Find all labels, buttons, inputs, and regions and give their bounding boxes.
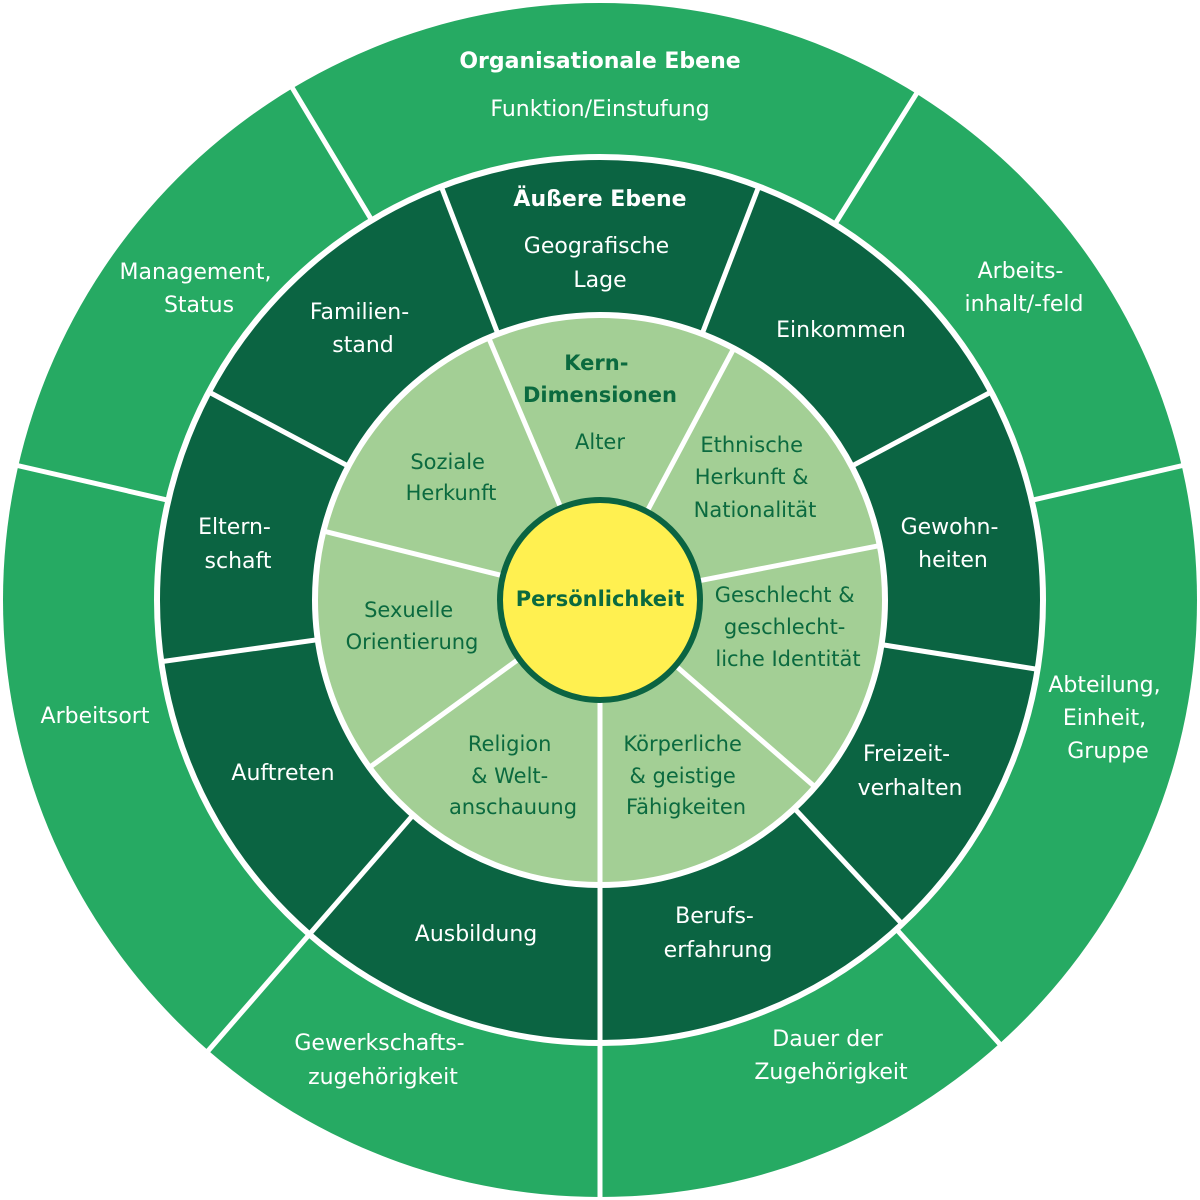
segment-separators: [16, 86, 1184, 1198]
inner-item-religion: Religion & Welt- anschauung: [449, 732, 577, 819]
outer-heading: Organisationale Ebene: [459, 49, 740, 74]
inner-separator-0: [486, 336, 564, 509]
middle-separator-4: [792, 806, 904, 926]
outer-item-dauer-zugehoerigkeit: Dauer der Zugehörigkeit: [754, 1027, 908, 1085]
outer-item-arbeitsinhalt: Arbeits- inhalt/-feld: [965, 259, 1084, 317]
outer-separator-0: [289, 86, 374, 222]
middle-item-freizeitverhalten: Freizeit- verhalten: [858, 742, 963, 801]
middle-ring-border: [154, 154, 1046, 1046]
inner-item-sexuelle-orientierung: Sexuelle Orientierung: [346, 598, 479, 654]
middle-separator-6: [307, 813, 415, 936]
center-label: Persönlichkeit: [516, 587, 685, 611]
center-circle: [497, 497, 703, 703]
middle-item-elternschaft: Eltern- schaft: [198, 515, 278, 574]
outer-item-funktion-einstufung: Funktion/Einstufung: [490, 97, 709, 122]
inner-separator-6: [322, 528, 504, 579]
middle-item-berufserfahrung: Berufs- erfahrung: [664, 904, 773, 963]
middle-item-auftreten: Auftreten: [231, 761, 334, 786]
middle-separator-8: [207, 389, 350, 469]
middle-separator-1: [699, 185, 762, 335]
middle-item-geografische-lage: Geografische Lage: [524, 234, 676, 293]
middle-separator-2: [850, 389, 993, 469]
middle-item-ausbildung: Ausbildung: [415, 922, 537, 947]
outer-item-gewerkschaftszugehoerigkeit: Gewerkschafts- zugehörigkeit: [294, 1031, 471, 1090]
inner-heading: Kern- Dimensionen: [523, 351, 677, 407]
inner-item-alter: Alter: [575, 430, 625, 454]
outer-item-abteilung: Abteilung, Einheit, Gruppe: [1048, 673, 1167, 764]
inner-separator-5: [367, 656, 521, 770]
outer-separator-1: [832, 91, 920, 226]
inner-item-geschlecht: Geschlecht & geschlecht- liche Identität: [715, 583, 862, 671]
outer-separator-2: [1031, 463, 1184, 503]
inner-separator-3: [673, 663, 817, 789]
inner-ring-border: [312, 312, 888, 888]
outer-item-management-status: Management, Status: [120, 260, 279, 318]
outer-separator-6: [16, 463, 169, 503]
inner-item-koerperliche-faehigkeiten: Körperliche & geistige Fähigkeiten: [623, 732, 748, 819]
middle-separator-0: [438, 185, 501, 335]
middle-separator-7: [160, 637, 319, 665]
middle-item-gewohnheiten: Gewohn- heiten: [901, 515, 1006, 573]
middle-item-einkommen: Einkommen: [776, 318, 906, 343]
outer-separator-3: [894, 927, 1002, 1047]
middle-item-familienstand: Familien- stand: [310, 300, 416, 358]
outer-separator-5: [205, 932, 312, 1053]
inner-separator-1: [644, 347, 737, 513]
inner-separator-2: [697, 543, 881, 584]
inner-item-soziale-herkunft: Soziale Herkunft: [406, 450, 497, 505]
middle-heading: Äußere Ebene: [513, 186, 686, 212]
outer-item-arbeitsort: Arbeitsort: [41, 704, 150, 729]
inner-item-ethnische-herkunft: Ethnische Herkunft & Nationalität: [694, 433, 817, 522]
middle-separator-3: [881, 642, 1038, 672]
